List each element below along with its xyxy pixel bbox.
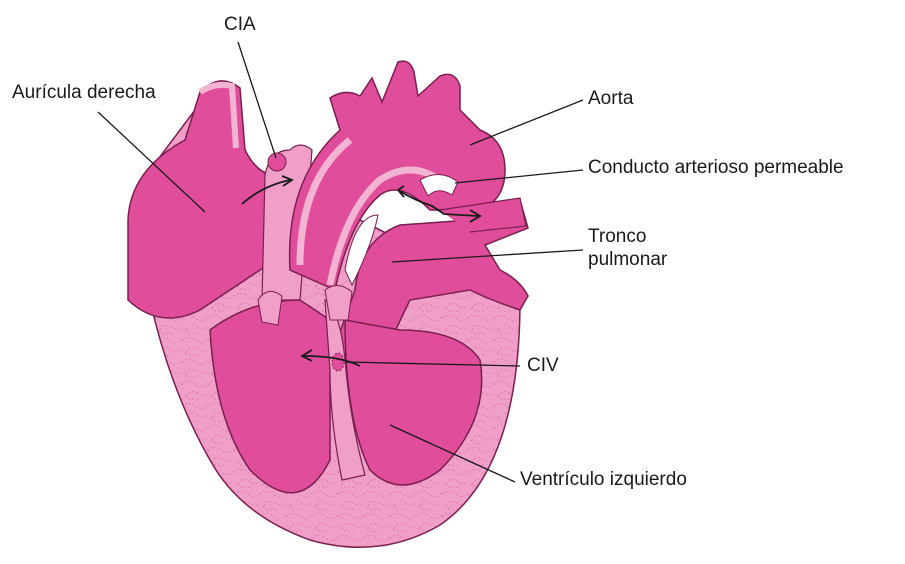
leader-lines [97,41,584,483]
label-pulmonar: pulmonar [588,249,668,270]
label-conducto-arterioso: Conducto arterioso permeable [588,157,844,178]
label-ventriculo-izquierdo: Ventrículo izquierdo [520,469,687,490]
pulmonary-trunk [328,198,529,361]
label-aorta: Aorta [588,88,634,109]
ventricular-septum [324,298,366,481]
flow-arrows [241,175,482,367]
label-cia: CIA [224,14,256,35]
label-auricula-derecha: Aurícula derecha [12,82,156,103]
left-ventricle [344,319,483,486]
label-tronco: Tronco [588,226,647,247]
label-civ: CIV [527,355,559,376]
